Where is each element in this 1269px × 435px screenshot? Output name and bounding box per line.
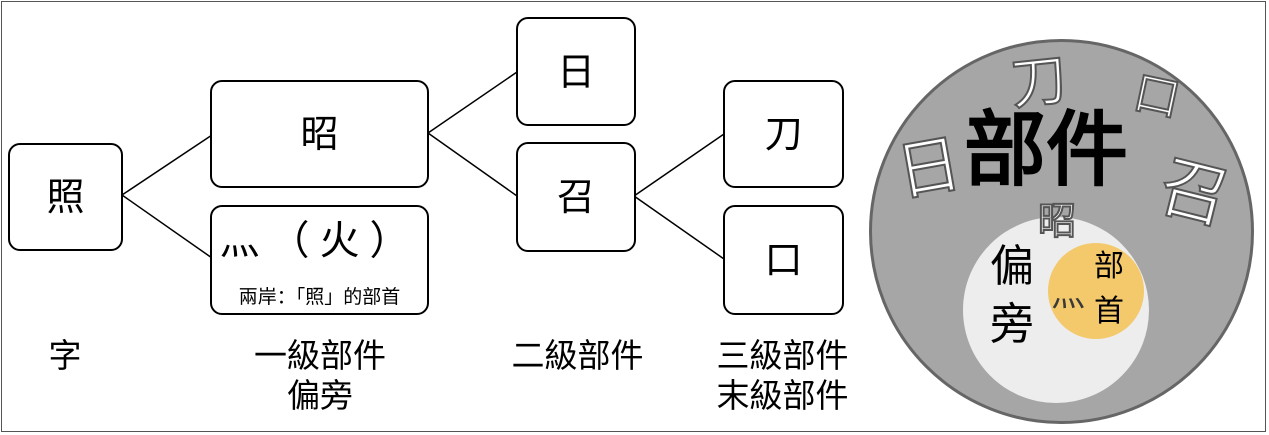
radical-glyph: 灬 [1051,275,1085,315]
side-component-title-line1: 偏 [990,241,1034,292]
connector-shao-to-kou [633,195,725,260]
radical-title-line2: 首 [1094,294,1124,329]
connector-root-to-fire [121,194,213,259]
level2-top-box: 日 [516,17,636,126]
radical-circle [1048,243,1144,339]
floating-char-ri: 日 [890,126,968,212]
level3-bottom-box: 口 [723,205,844,315]
connector-zhao-to-ri [427,71,518,134]
label-level3-line2: 末級部件 [716,376,849,415]
level3-bottom-char: 口 [764,238,803,282]
level2-top-char: 日 [556,49,595,94]
level1-radical-char: 灬（火） [219,218,420,264]
label-level3: 三級部件 末級部件 [685,336,880,416]
floating-char-dao: 刀 [1007,46,1071,118]
floating-char-kou: 口 [1128,64,1186,128]
connector-zhao-to-shao [427,132,518,197]
root-char: 照 [46,175,85,219]
label-level1: 一級部件 偏旁 [220,336,420,416]
label-character: 字 [48,336,82,375]
connector-shao-to-dao [633,133,725,197]
level2-bottom-char: 召 [556,175,595,219]
level3-top-char: 刀 [764,112,803,156]
level1-top-char: 昭 [300,112,339,156]
label-level2: 二級部件 [511,336,644,375]
radical-title-line1: 部 [1094,249,1124,284]
level3-top-box: 刀 [723,80,844,188]
level1-top-box: 昭 [210,80,429,188]
radical-note: 兩岸：「照」的部首 [238,286,401,308]
root-char-box: 照 [8,143,123,251]
component-title: 部件 [964,103,1129,198]
floating-char-zhao: 昭 [1037,199,1077,243]
label-level1-line1: 一級部件 [254,336,386,375]
label-level1-line2: 偏旁 [287,376,353,415]
label-level3-line1: 三級部件 [716,336,849,375]
level1-radical-box: 灬（火） 兩岸：「照」的部首 [210,205,429,315]
level2-bottom-box: 召 [516,142,636,252]
side-component-title-line2: 旁 [990,299,1034,350]
connector-root-to-zhao [121,134,213,196]
